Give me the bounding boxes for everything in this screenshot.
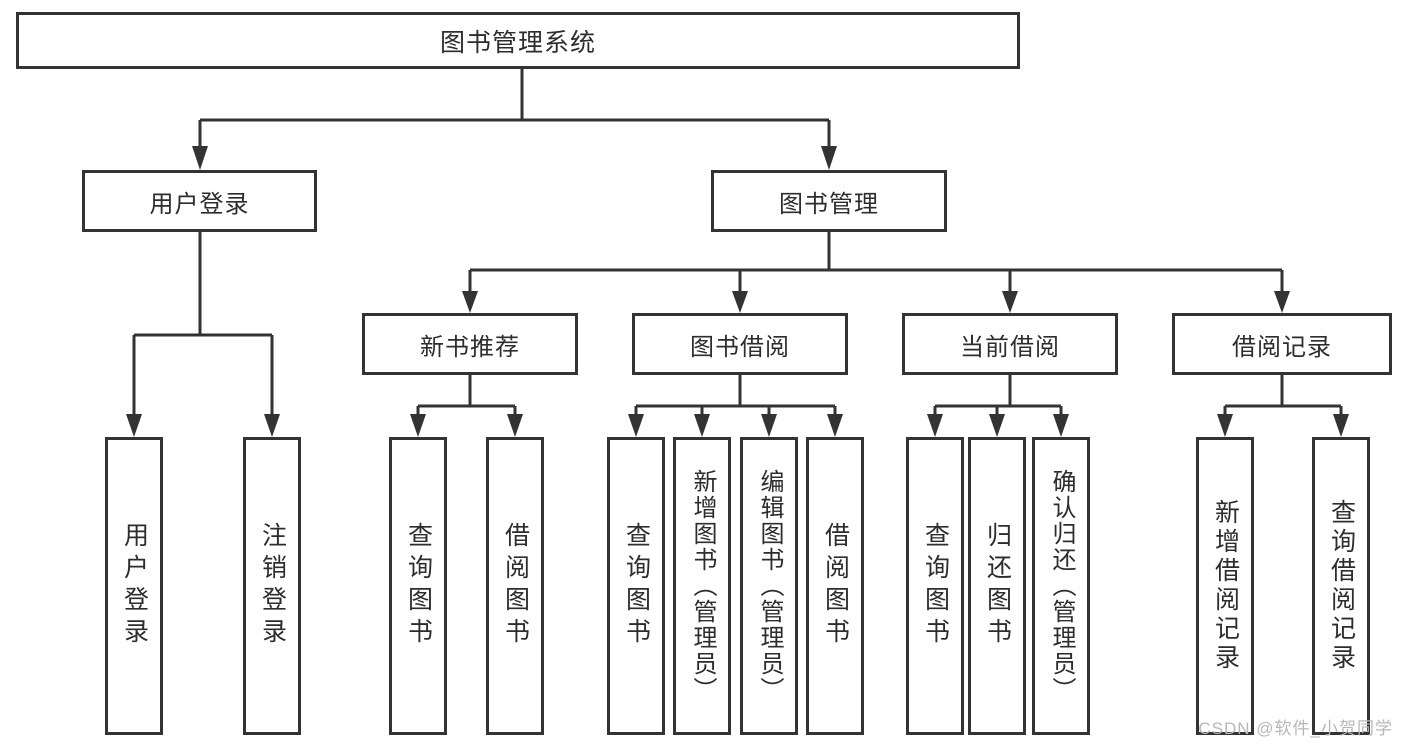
node-leaf-confirm-return-admin: 确认归还（管理员） [1032,437,1090,735]
arrow-icon [761,414,777,437]
arrow-icon [1002,291,1018,313]
node-leaf-borrow-books-borrowing: 借阅图书 [806,437,864,735]
arrow-icon [821,146,837,170]
node-borrowing-records-label: 借阅记录 [1232,333,1332,361]
node-leaf-logout: 注销登录 [243,437,301,735]
node-leaf-logout-label: 注销登录 [258,522,287,650]
connector-recommend-group [416,375,517,418]
node-leaf-borrow-books-recommend: 借阅图书 [486,437,544,735]
arrow-icon [927,414,943,437]
arrow-icon [410,414,426,437]
node-leaf-add-borrowing-record: 新增借阅记录 [1196,437,1254,735]
watermark-text: CSDN @软件_小贺同学 [1198,719,1393,738]
node-leaf-user-login: 用户登录 [105,437,163,735]
node-leaf-return-books: 归还图书 [968,437,1026,735]
arrow-icon [732,291,748,313]
node-leaf-query-books-current: 查询图书 [906,437,964,735]
node-book-management-label: 图书管理 [779,190,879,218]
node-leaf-borrow-books-borrowing-label: 借阅图书 [821,522,850,650]
arrow-icon [989,414,1005,437]
node-root-label: 图书管理系统 [439,28,596,57]
connector-bookmgmt-to-level3 [468,232,1284,295]
node-leaf-query-books-recommend: 查询图书 [389,437,447,735]
arrow-icon [462,291,478,313]
node-user-login-label: 用户登录 [149,190,250,218]
connector-current-group [933,375,1063,418]
node-leaf-query-books-borrowing-label: 查询图书 [622,522,651,650]
connector-borrowing-group [634,375,837,418]
node-book-borrowing: 图书借阅 [632,313,848,375]
arrow-icon [827,414,843,437]
node-book-borrowing-label: 图书借阅 [690,333,790,361]
arrow-icon [264,414,280,437]
node-leaf-query-books-borrowing: 查询图书 [607,437,665,735]
node-leaf-edit-books-admin-label: 编辑图书（管理员） [756,469,783,703]
node-root: 图书管理系统 [16,12,1020,69]
connector-userlogin-group [132,232,274,418]
arrow-icon [628,414,644,437]
connector-root-to-level2 [198,69,831,150]
node-borrowing-records: 借阅记录 [1172,313,1392,375]
arrow-icon [1217,414,1233,437]
arrow-icon [192,146,208,170]
arrow-icon [1274,291,1290,313]
node-leaf-query-books-current-label: 查询图书 [921,522,950,650]
node-new-book-recommend-label: 新书推荐 [420,333,520,361]
node-leaf-return-books-label: 归还图书 [983,522,1012,650]
node-leaf-add-books-admin-label: 新增图书（管理员） [689,469,716,703]
arrow-icon [694,414,710,437]
node-current-borrowing: 当前借阅 [902,313,1118,375]
node-book-management: 图书管理 [711,170,947,232]
node-leaf-query-borrowing-record: 查询借阅记录 [1312,437,1370,735]
arrow-icon [1333,414,1349,437]
node-leaf-query-borrowing-record-label: 查询借阅记录 [1327,499,1356,673]
connector-records-group [1223,375,1343,418]
arrow-icon [126,414,142,437]
node-leaf-add-books-admin: 新增图书（管理员） [673,437,731,735]
node-leaf-edit-books-admin: 编辑图书（管理员） [740,437,798,735]
node-new-book-recommend: 新书推荐 [362,313,578,375]
node-current-borrowing-label: 当前借阅 [960,333,1060,361]
arrow-icon [507,414,523,437]
node-leaf-borrow-books-recommend-label: 借阅图书 [501,522,530,650]
node-leaf-query-books-recommend-label: 查询图书 [404,522,433,650]
node-leaf-user-login-label: 用户登录 [120,522,149,650]
node-leaf-confirm-return-admin-label: 确认归还（管理员） [1048,469,1075,703]
node-leaf-add-borrowing-record-label: 新增借阅记录 [1211,499,1240,673]
node-user-login: 用户登录 [82,170,317,232]
arrow-icon [1053,414,1069,437]
